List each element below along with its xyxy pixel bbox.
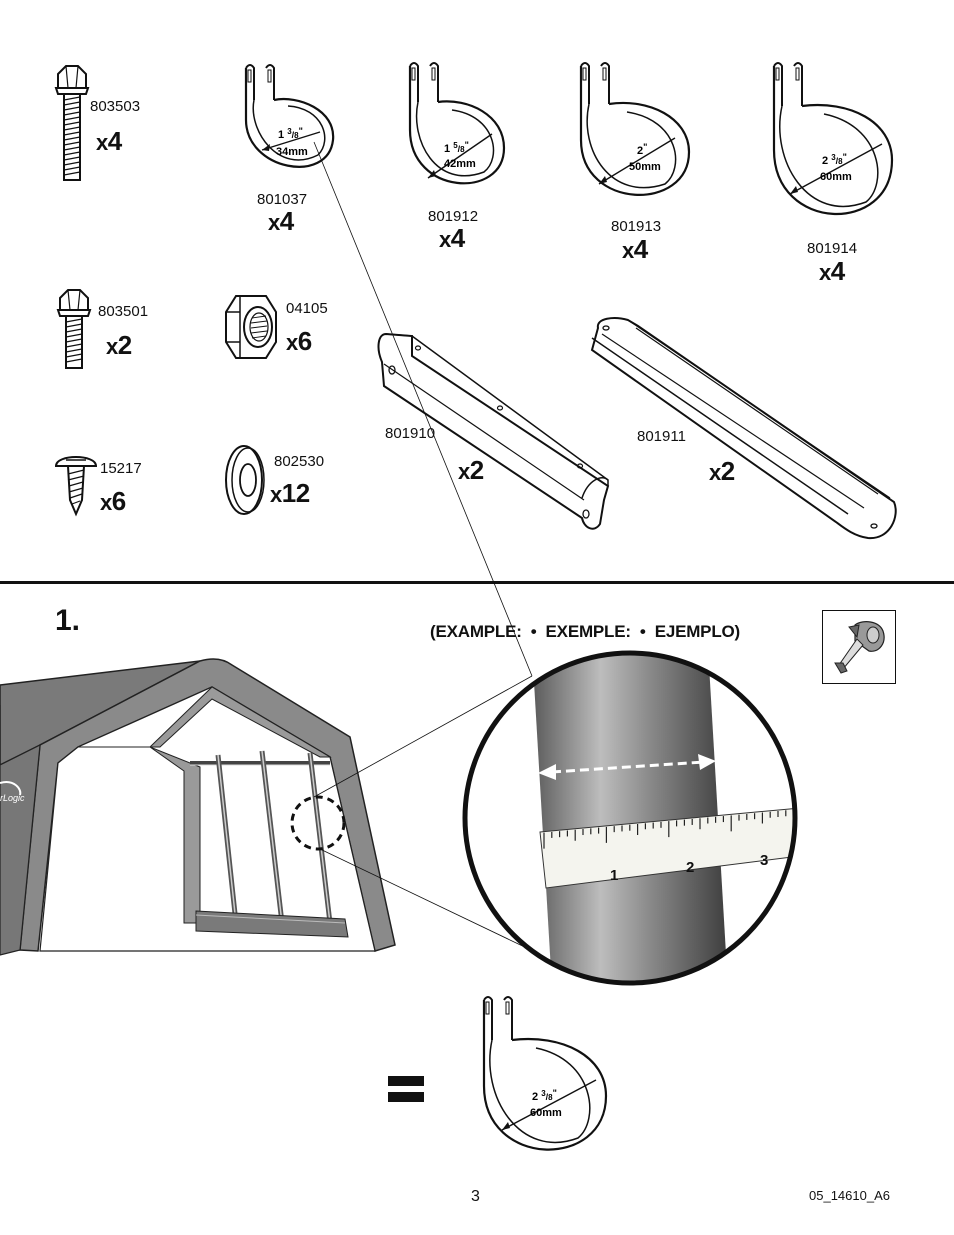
measurement-zoom: 1 2 3: [462, 650, 798, 986]
clamp-42-inch: 1 5/8": [444, 140, 469, 155]
quantity-802530: x12: [270, 478, 310, 508]
part-number-04105: 04105: [286, 300, 328, 317]
clamp-60-inch: 2 3/8": [822, 152, 847, 167]
result-clamp-inch: 2 3/8": [532, 1088, 557, 1103]
shelter-illustration: rLogic: [0, 141, 533, 956]
part-number-802530: 802530: [274, 453, 325, 470]
part-number-801913: 801913: [611, 218, 662, 235]
quantity-04105: x6: [286, 326, 312, 356]
clamp-60mm-icon: 2 3/8" 60mm: [772, 62, 894, 216]
quantity-801911: x2: [709, 456, 735, 486]
clamp-50-inch: 2": [637, 142, 647, 157]
bracket-801911-icon: [590, 317, 897, 540]
quantity-803503: x4: [96, 126, 122, 156]
clamp-42-mm: 42mm: [444, 158, 476, 170]
section-divider: [0, 581, 954, 584]
clamp-60-mm: 60mm: [820, 171, 852, 183]
bolt-803503-icon: [54, 65, 90, 181]
ruler-label-3: 3: [760, 852, 768, 869]
ruler-label-1: 1: [610, 867, 618, 884]
screw-15217-icon: [54, 456, 98, 517]
equals-bar-bottom: [388, 1092, 424, 1102]
quantity-801037: x4: [268, 206, 294, 236]
tape-measure-icon: [834, 621, 885, 674]
quantity-803501: x2: [106, 330, 132, 360]
result-clamp-mm: 60mm: [530, 1107, 562, 1119]
bolt-803501-icon: [56, 289, 92, 369]
part-number-803501: 803501: [98, 303, 149, 320]
bracket-801910-icon: [377, 332, 610, 530]
quantity-15217: x6: [100, 486, 126, 516]
page-number: 3: [471, 1188, 480, 1205]
step-number: 1.: [55, 604, 81, 637]
quantity-801914: x4: [819, 256, 845, 286]
part-number-801914: 801914: [807, 240, 858, 257]
shelter-logo-text: rLogic: [0, 793, 25, 803]
clamp-34mm-icon: 1 3/8" 34mm: [244, 64, 335, 168]
clamp-50-mm: 50mm: [629, 161, 661, 173]
part-number-801910: 801910: [385, 425, 436, 442]
part-number-801911: 801911: [637, 428, 686, 445]
quantity-801910: x2: [458, 455, 484, 485]
quantity-801913: x4: [622, 234, 648, 264]
document-code: 05_14610_A6: [809, 1188, 890, 1203]
result-clamp-60mm-icon: 2 3/8" 60mm: [482, 996, 608, 1151]
part-number-803503: 803503: [90, 98, 141, 115]
ruler-label-2: 2: [686, 859, 694, 876]
equals-bar-top: [388, 1076, 424, 1086]
clamp-34-mm: 34mm: [276, 146, 308, 158]
washer-802530-icon: [225, 445, 265, 515]
tape-measure-box: [822, 610, 896, 684]
hex-nut-04105-icon: [225, 295, 277, 359]
quantity-801912: x4: [439, 223, 465, 253]
clamp-50mm-icon: 2" 50mm: [579, 62, 691, 196]
part-number-15217: 15217: [100, 460, 142, 477]
example-label: (EXAMPLE: • EXEMPLE: • EJEMPLO): [430, 622, 740, 641]
clamp-42mm-icon: 1 5/8" 42mm: [408, 62, 506, 185]
clamp-34-inch: 1 3/8": [278, 126, 303, 141]
part-number-801912: 801912: [428, 208, 479, 225]
part-number-801037: 801037: [257, 191, 308, 208]
